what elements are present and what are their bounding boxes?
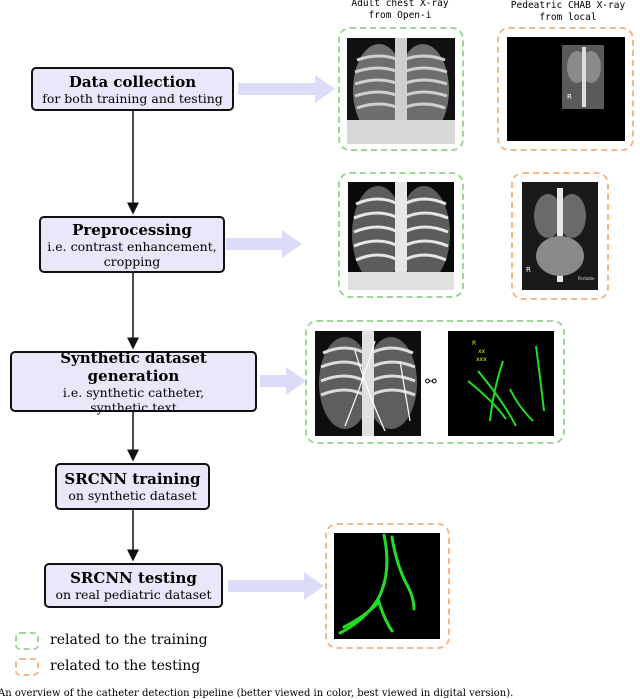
step-synthetic-title: Synthetic dataset generation	[60, 348, 207, 385]
synthetic-frame	[305, 320, 565, 444]
svg-text:xx: xx	[478, 348, 486, 355]
pediatric-raw-xray-image: R	[507, 37, 625, 141]
pediatric-preprocessed-frame	[511, 172, 609, 300]
step-synthetic-generation: Synthetic dataset generation i.e. synthe…	[10, 348, 257, 415]
predicted-catheter-image	[334, 533, 440, 639]
step-srcnn-training: SRCNN training on synthetic dataset	[55, 463, 210, 510]
step-data-collection-subtitle: for both training and testing	[42, 90, 223, 106]
step-preprocessing: Preprocessing i.e. contrast enhancement,…	[39, 216, 225, 273]
synthetic-xray-image	[315, 331, 421, 436]
step-testing-subtitle: on real pediatric dataset	[55, 587, 212, 602]
legend-training-label: related to the training	[50, 632, 208, 648]
adult-preprocessed-xray-image	[348, 182, 454, 290]
step-preprocessing-title: Preprocessing	[72, 220, 192, 239]
light-arrow-2	[226, 230, 302, 258]
pediatric-header-line-1: Pedeatric CHAB X-ray	[510, 0, 626, 11]
adult-header-line-1: Adult chest X-ray	[351, 0, 449, 9]
svg-text:Portable: Portable	[578, 276, 595, 281]
light-arrow-4	[228, 572, 324, 600]
chain-link-icon: ⚯	[425, 374, 437, 390]
step-data-collection-title: Data collection	[68, 72, 197, 91]
step-testing-title: SRCNN testing	[70, 569, 197, 587]
step-preprocessing-subtitle-2: cropping	[103, 253, 161, 269]
svg-text:R: R	[567, 93, 572, 101]
svg-text:R: R	[526, 266, 531, 274]
pediatric-raw-frame	[497, 27, 634, 151]
step-synthetic-subtitle-1: i.e. synthetic catheter,	[62, 384, 205, 400]
figure-caption: An overview of the catheter detection pi…	[0, 688, 514, 699]
legend-training-swatch	[15, 632, 39, 650]
step-training-title: SRCNN training	[64, 470, 201, 488]
light-arrow-1	[238, 75, 335, 103]
legend-testing-swatch	[15, 658, 39, 676]
svg-text:xxx: xxx	[476, 356, 487, 363]
svg-text:R: R	[472, 340, 476, 347]
legend-testing-label: related to the testing	[50, 658, 201, 674]
adult-preprocessed-frame	[338, 172, 464, 298]
pediatric-preprocessed-xray-image: R Portable	[522, 182, 598, 290]
pediatric-xray-header: Pedeatric CHAB X-ray from local	[498, 0, 638, 24]
step-srcnn-testing: SRCNN testing on real pediatric dataset	[44, 563, 223, 608]
step-data-collection: Data collection for both training and te…	[31, 67, 234, 111]
step-training-subtitle: on synthetic dataset	[68, 488, 197, 503]
pediatric-header-line-2: from local	[539, 12, 597, 23]
adult-xray-header: Adult chest X-ray from Open-i	[335, 0, 465, 22]
step-preprocessing-subtitle-1: i.e. contrast enhancement,	[47, 238, 217, 254]
prediction-frame	[325, 523, 450, 649]
light-arrow-3	[260, 367, 306, 395]
adult-raw-xray-image	[347, 38, 455, 144]
adult-raw-frame	[338, 27, 464, 151]
step-synthetic-subtitle-2: synthetic text	[90, 399, 177, 415]
adult-header-line-2: from Open-i	[368, 10, 432, 21]
